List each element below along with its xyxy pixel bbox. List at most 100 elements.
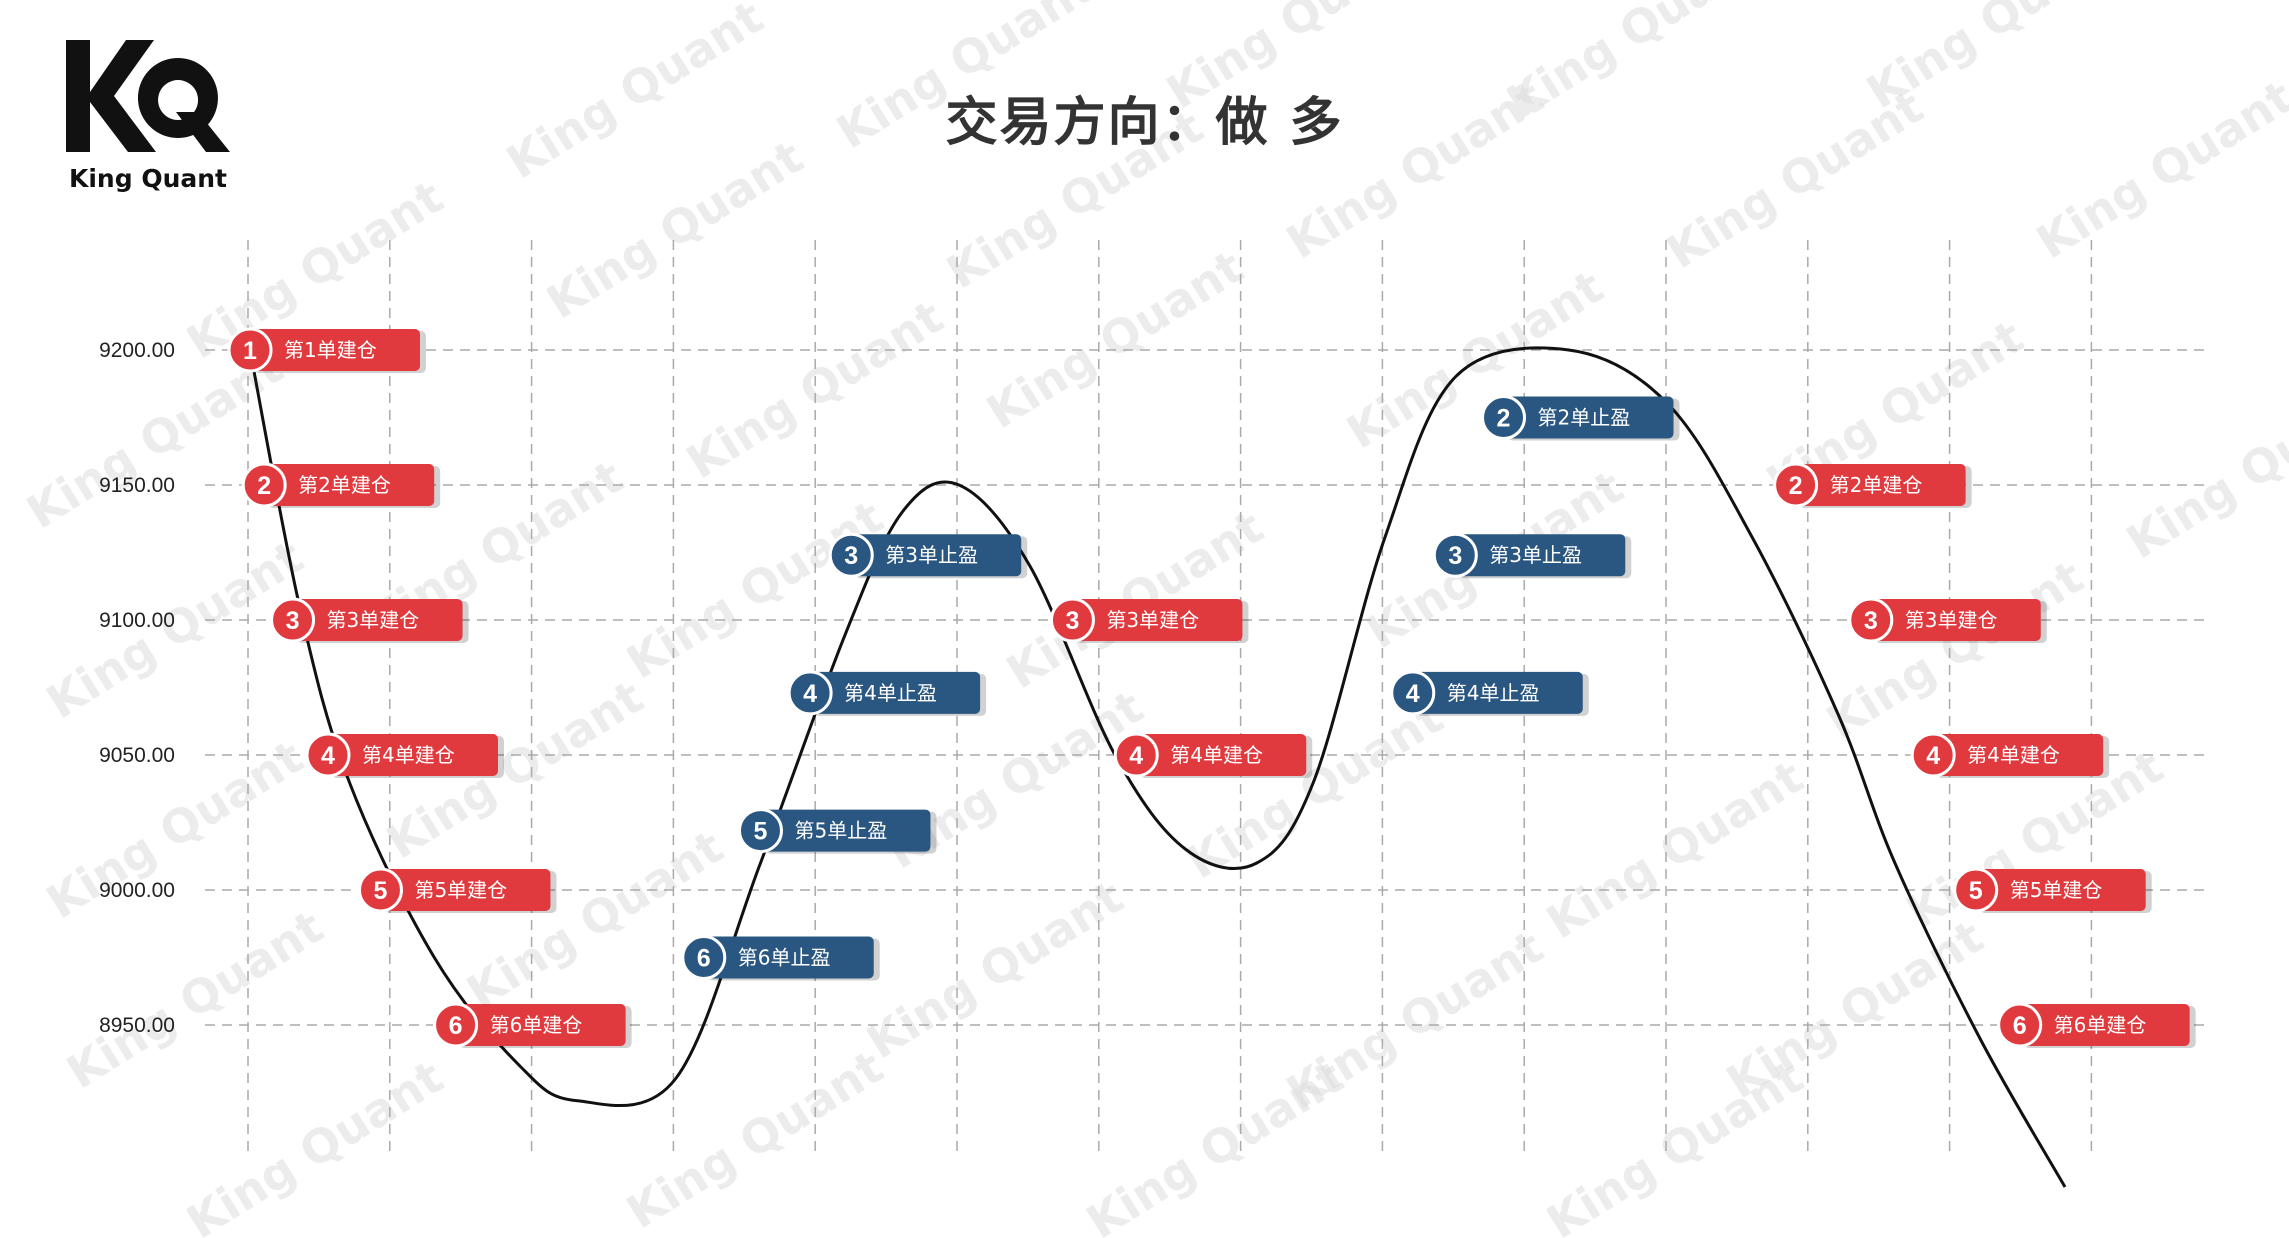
marker-tag xyxy=(455,1004,626,1046)
kq-logo-icon xyxy=(66,40,230,152)
entry-marker: 5 第5单建仓 xyxy=(357,867,557,913)
marker-number: 3 xyxy=(1864,607,1878,635)
entry-marker: 6 第6单建仓 xyxy=(433,1002,632,1048)
marker-badge xyxy=(1432,532,1478,578)
marker-tag xyxy=(1412,671,1583,714)
brand-name: King Quant xyxy=(68,164,227,193)
marker-badge xyxy=(737,808,783,854)
marker-tag xyxy=(1933,734,2104,776)
marker-label: 第4单止盈 xyxy=(844,681,937,705)
marker-tag xyxy=(1795,464,1966,506)
marker-label: 第3单止盈 xyxy=(885,543,978,567)
marker-number: 5 xyxy=(754,818,768,846)
marker-label: 第4单建仓 xyxy=(1170,743,1263,767)
marker-badge xyxy=(1773,462,1819,508)
marker-number: 3 xyxy=(1065,607,1079,635)
marker-badge xyxy=(828,532,874,578)
marker-number: 5 xyxy=(374,877,388,905)
marker-number: 4 xyxy=(321,742,335,770)
marker-tag xyxy=(1136,734,1307,776)
brand-logo: King Quant xyxy=(66,40,230,193)
marker-badge xyxy=(1113,732,1159,778)
marker-label: 第2单止盈 xyxy=(1538,406,1631,430)
watermark-text: King Quant xyxy=(617,1039,892,1238)
entry-marker: 3 第3单建仓 xyxy=(1049,597,1249,643)
marker-number: 3 xyxy=(286,607,300,635)
watermark-text: King Quant xyxy=(57,899,332,1099)
marker-number: 6 xyxy=(449,1012,463,1040)
marker-label: 第5单建仓 xyxy=(2010,878,2103,902)
watermark-text: King Quant xyxy=(857,869,1132,1069)
marker-label: 第6单止盈 xyxy=(738,946,831,970)
marker-tag xyxy=(1072,599,1243,641)
marker-tag xyxy=(1975,869,2146,911)
watermark-text: King Quant xyxy=(1817,549,2092,749)
page-title: 交易方向：做 多 xyxy=(945,93,1344,153)
marker-badge xyxy=(227,327,273,373)
marker-tag xyxy=(327,734,498,776)
y-tick-label: 9150.00 xyxy=(99,474,175,497)
y-axis-ticks: 9200.009150.009100.009050.009000.008950.… xyxy=(99,339,175,1037)
watermark-text: King Quant xyxy=(457,819,732,1019)
marker-badge xyxy=(357,867,403,913)
marker-number: 6 xyxy=(2013,1012,2027,1040)
marker-number: 2 xyxy=(1497,405,1511,433)
marker-label: 第3单建仓 xyxy=(1106,608,1199,632)
marker-badge xyxy=(1049,597,1095,643)
marker-tag xyxy=(703,936,874,979)
marker-badge xyxy=(270,597,316,643)
entry-marker: 6 第6单建仓 xyxy=(1997,1002,2196,1048)
marker-tag xyxy=(1455,534,1626,577)
marker-badge xyxy=(241,462,287,508)
marker-badge xyxy=(1953,867,1999,913)
marker-tag xyxy=(292,599,463,641)
marker-label: 第4单止盈 xyxy=(1447,681,1540,705)
entry-marker: 4 第4单建仓 xyxy=(1113,732,1313,778)
take-profit-marker: 5 第5单止盈 xyxy=(737,808,937,854)
watermark-text: King Quant xyxy=(2117,369,2289,569)
marker-tag xyxy=(810,671,981,714)
marker-number: 4 xyxy=(1406,680,1420,708)
entry-marker: 1 第1单建仓 xyxy=(227,327,426,373)
marker-number: 5 xyxy=(1969,877,1983,905)
marker-tag xyxy=(760,809,931,852)
entry-marker: 4 第4单建仓 xyxy=(305,732,504,778)
marker-number: 4 xyxy=(1926,742,1940,770)
y-tick-label: 9100.00 xyxy=(99,609,175,632)
entry-marker: 4 第4单建仓 xyxy=(1910,732,2110,778)
marker-badge xyxy=(1390,670,1436,716)
watermark-text: King Quant xyxy=(1537,1049,1812,1238)
marker-number: 4 xyxy=(1129,742,1143,770)
marker-tag xyxy=(380,869,551,911)
y-tick-label: 8950.00 xyxy=(99,1014,175,1037)
marker-label: 第1单建仓 xyxy=(284,338,377,362)
marker-badge xyxy=(433,1002,479,1048)
marker-tag xyxy=(1503,396,1674,439)
marker-label: 第5单建仓 xyxy=(414,878,507,902)
marker-number: 1 xyxy=(243,337,257,365)
watermark-text: King Quant xyxy=(1177,689,1452,889)
marker-label: 第2单建仓 xyxy=(1830,473,1923,497)
watermark-text: King Quant xyxy=(1077,1049,1352,1238)
marker-badge xyxy=(787,670,833,716)
marker-badge xyxy=(305,732,351,778)
marker-label: 第4单建仓 xyxy=(362,743,455,767)
marker-label: 第4单建仓 xyxy=(1967,743,2060,767)
y-tick-label: 9200.00 xyxy=(99,339,175,362)
marker-label: 第5单止盈 xyxy=(794,819,887,843)
watermark-text: King Quant xyxy=(177,1049,452,1238)
marker-number: 6 xyxy=(697,945,711,973)
watermark-text: King Quant xyxy=(977,239,1252,439)
marker-label: 第6单建仓 xyxy=(490,1013,583,1037)
marker-label: 第6单建仓 xyxy=(2054,1013,2147,1037)
marker-badge xyxy=(1997,1002,2043,1048)
